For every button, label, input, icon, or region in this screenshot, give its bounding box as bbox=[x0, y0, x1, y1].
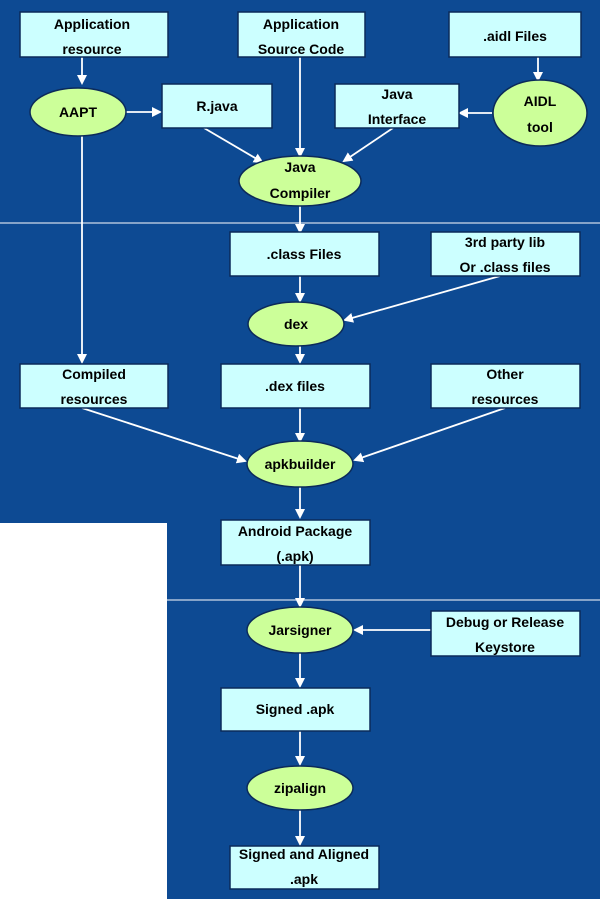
edge-third-party-to-dex bbox=[343, 275, 501, 323]
label-line: apkbuilder bbox=[265, 456, 336, 472]
java-compiler-process: Java Compiler bbox=[238, 155, 362, 207]
class-files-box: .class Files bbox=[229, 231, 380, 277]
label-line: Debug or Release bbox=[446, 614, 564, 630]
aidl-tool-process: AIDL tool bbox=[492, 79, 588, 147]
third-party-lib-box: 3rd party lib Or .class files bbox=[430, 231, 581, 277]
rjava-box: R.java bbox=[161, 83, 273, 129]
signed-aligned-apk-box: Signed and Aligned .apk bbox=[229, 845, 380, 890]
signed-apk-box: Signed .apk bbox=[220, 687, 371, 732]
application-source-code-box: Application Source Code bbox=[237, 11, 366, 58]
label-line: resources bbox=[61, 391, 128, 407]
label-line: AIDL bbox=[524, 93, 557, 109]
label-line: Compiled bbox=[62, 366, 126, 382]
edge-java-interface-to-java-compiler bbox=[342, 127, 394, 163]
label-line: Source Code bbox=[258, 41, 345, 57]
label-line: Other bbox=[486, 366, 524, 382]
other-resources-box: Other resources bbox=[430, 363, 581, 409]
aidl-files-box: .aidl Files bbox=[448, 11, 582, 58]
label-line: Compiler bbox=[270, 185, 331, 201]
label-line: AAPT bbox=[59, 104, 98, 120]
label-line: Jarsigner bbox=[268, 622, 332, 638]
label-line: Java bbox=[381, 86, 412, 102]
label-line: Or .class files bbox=[459, 259, 550, 275]
label-line: .aidl Files bbox=[483, 28, 547, 44]
label-line: Keystore bbox=[475, 639, 535, 655]
apkbuilder-process: apkbuilder bbox=[246, 440, 354, 488]
edge-compiled-resources-to-apkbuilder bbox=[81, 407, 247, 464]
compiled-resources-box: Compiled resources bbox=[19, 363, 169, 409]
edge-other-resources-to-apkbuilder bbox=[353, 407, 506, 463]
label-line: R.java bbox=[196, 98, 237, 114]
label-line: zipalign bbox=[274, 780, 326, 796]
label-line: .dex files bbox=[265, 378, 325, 394]
label-line: (.apk) bbox=[276, 548, 313, 564]
label-line: Application bbox=[54, 16, 130, 32]
android-package-box: Android Package (.apk) bbox=[220, 519, 371, 566]
dex-files-box: .dex files bbox=[220, 363, 371, 409]
label-line: resource bbox=[62, 41, 121, 57]
keystore-box: Debug or Release Keystore bbox=[430, 610, 581, 657]
dex-process: dex bbox=[247, 301, 345, 347]
label-line: .apk bbox=[290, 871, 318, 887]
label-line: resources bbox=[472, 391, 539, 407]
label-line: Android Package bbox=[238, 523, 353, 539]
application-resource-box: Application resource bbox=[19, 11, 169, 58]
label-line: Application bbox=[263, 16, 339, 32]
label-line: dex bbox=[284, 316, 308, 332]
label-line: Interface bbox=[368, 111, 427, 127]
label-line: Java bbox=[284, 159, 315, 175]
label-line: .class Files bbox=[267, 246, 342, 262]
label-line: tool bbox=[527, 119, 553, 135]
zipalign-process: zipalign bbox=[246, 765, 354, 811]
label-line: Signed .apk bbox=[256, 701, 335, 717]
edge-rjava-to-java-compiler bbox=[203, 127, 264, 164]
java-interface-box: Java Interface bbox=[334, 83, 460, 129]
aapt-process: AAPT bbox=[29, 87, 127, 137]
label-line: 3rd party lib bbox=[465, 234, 545, 250]
label-line: Signed and Aligned bbox=[239, 846, 369, 862]
jarsigner-process: Jarsigner bbox=[246, 606, 354, 654]
